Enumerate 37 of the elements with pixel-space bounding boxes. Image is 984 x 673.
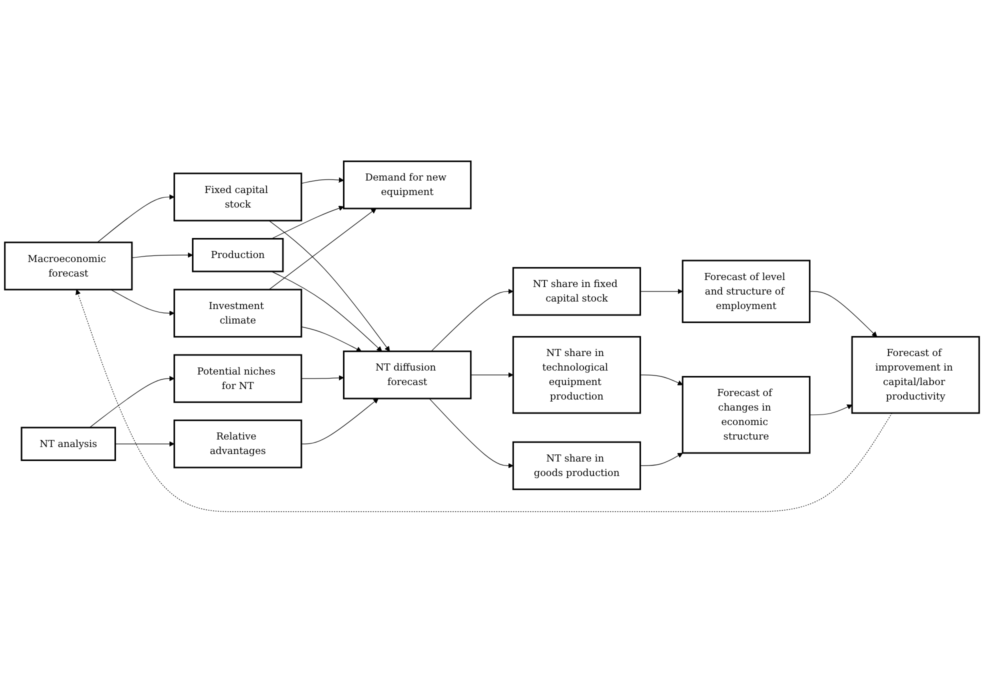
arrow (470, 372, 514, 378)
node-box: Demand for new equipment (342, 160, 472, 210)
node-box: Forecast of level and structure of employment (682, 260, 810, 324)
arrow (132, 252, 193, 258)
node-box: NT analysis (20, 426, 116, 462)
arrow (301, 326, 362, 352)
node-box: Forecast of changes in economic structure (682, 376, 810, 454)
arrow (110, 289, 175, 316)
arrow (89, 376, 175, 428)
arrow (430, 288, 514, 352)
arrow (301, 398, 379, 444)
node-box: Production (192, 238, 284, 272)
arrow (301, 375, 344, 381)
arrow (271, 271, 382, 352)
arrow (301, 177, 344, 184)
arrow (809, 291, 878, 338)
arrow (640, 452, 683, 466)
arrow (97, 194, 175, 243)
arrow (429, 398, 514, 468)
arrow (268, 208, 376, 290)
node-box: Fixed capital stock (174, 172, 302, 222)
node-box: Potential niches for NT (174, 354, 302, 403)
arrow (114, 441, 175, 447)
node-box: Investment climate (174, 288, 302, 338)
node-box: Macroeconomic forecast (4, 242, 133, 290)
node-box: NT share in goods production (512, 441, 642, 490)
arrow (268, 220, 390, 352)
node-box: Relative advantages (174, 420, 302, 468)
node-box: NT share in fixed capital stock (512, 267, 642, 316)
arrow (640, 374, 683, 386)
node-box: NT diffusion forecast (342, 350, 472, 400)
arrow (640, 288, 683, 294)
node-box: Forecast of improvement in capital/labor productivity (851, 336, 980, 414)
arrow (76, 289, 892, 512)
arrow (271, 206, 344, 240)
node-box: NT share in technological equipment production (512, 336, 642, 414)
arrow (809, 404, 852, 416)
